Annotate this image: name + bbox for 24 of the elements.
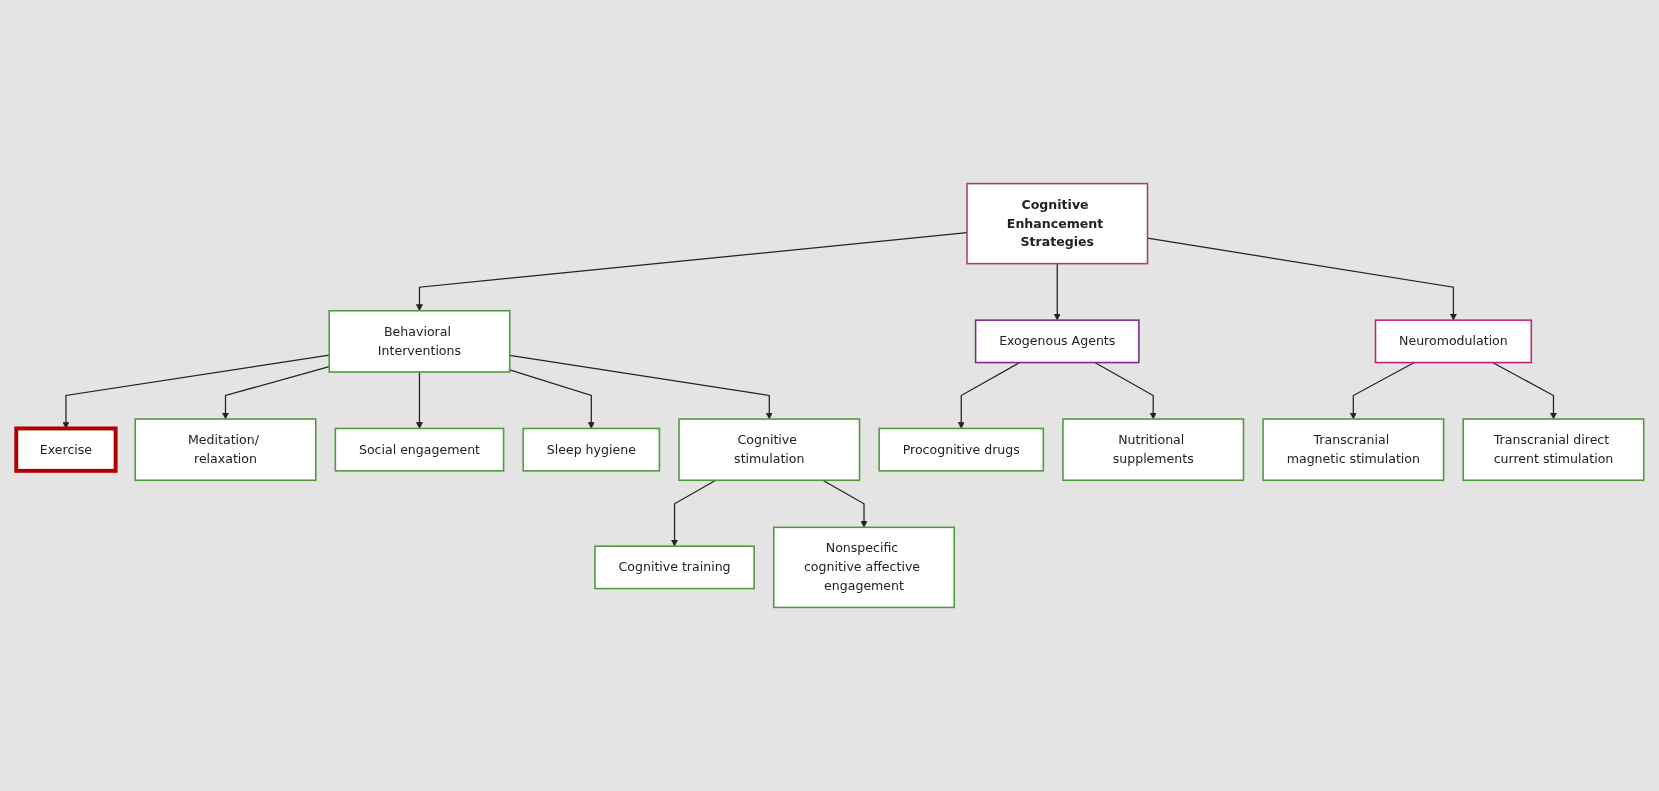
node-box: Social engagement <box>334 427 504 472</box>
node-box: Cognitive Enhancement Strategies <box>965 182 1148 265</box>
node-box: Cognitive training <box>593 545 755 590</box>
node-box: Exercise <box>13 426 118 473</box>
arrow <box>670 479 716 547</box>
arrow <box>1053 263 1061 321</box>
arrow <box>957 361 1020 429</box>
arrow <box>1146 237 1457 321</box>
node-box: Exogenous Agents <box>974 319 1140 364</box>
arrow <box>508 369 595 429</box>
node-box: Meditation/ relaxation <box>133 418 317 482</box>
node-box: Cognitive stimulation <box>677 418 860 482</box>
arrow <box>1349 361 1415 420</box>
node-box: Neuromodulation <box>1374 319 1532 364</box>
node-box: Transcranial magnetic stimulation <box>1261 418 1444 482</box>
node-box: Nutritional supplements <box>1061 418 1244 482</box>
node-box: Transcranial direct current stimulation <box>1461 418 1644 482</box>
node-box: Procognitive drugs <box>877 427 1044 472</box>
node-box: Behavioral Interventions <box>327 309 510 373</box>
arrow <box>1093 361 1157 420</box>
node-box: Sleep hygiene <box>521 427 660 472</box>
arrow <box>415 371 423 429</box>
node-box: Nonspecific cognitive affective engagement <box>772 526 955 609</box>
arrow <box>1491 361 1557 420</box>
